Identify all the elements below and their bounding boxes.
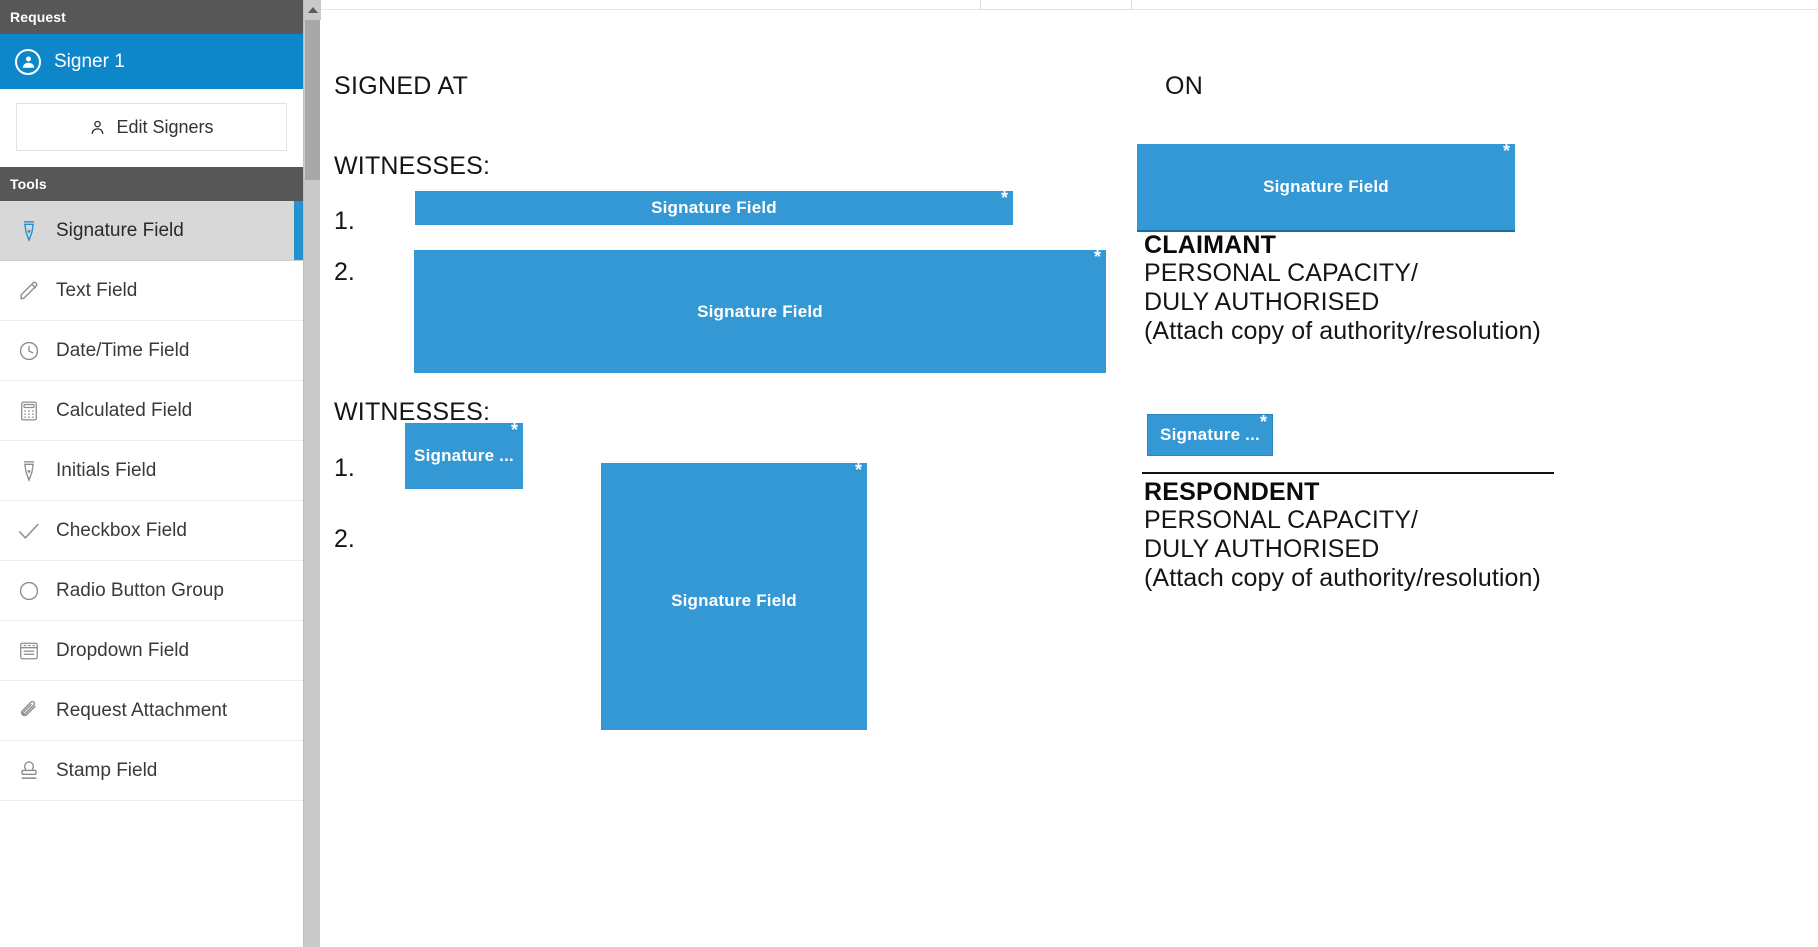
signature-field-witness-2-bottom[interactable]: * Signature Field — [601, 463, 867, 730]
tool-item-radio-button-group[interactable]: Radio Button Group — [0, 561, 303, 621]
signed-at-label: SIGNED AT — [334, 72, 469, 100]
pen-nib-icon — [14, 219, 44, 243]
tool-label: Checkbox Field — [56, 519, 187, 541]
user-icon — [89, 118, 106, 137]
signer-name: Signer 1 — [54, 50, 125, 72]
tool-label: Initials Field — [56, 459, 157, 481]
edit-signers-container: Edit Signers — [0, 89, 303, 167]
request-panel-header: Request — [0, 0, 303, 34]
tool-item-datetime-field[interactable]: Date/Time Field — [0, 321, 303, 381]
field-label: Signature Field — [1263, 177, 1389, 196]
claimant-title: CLAIMANT — [1144, 231, 1277, 259]
tool-label: Calculated Field — [56, 399, 193, 421]
tool-label: Signature Field — [56, 219, 184, 241]
tool-item-signature-field[interactable]: Signature Field — [0, 201, 303, 261]
required-marker: * — [854, 463, 862, 480]
paperclip-icon — [14, 700, 44, 722]
respondent-signature-line — [1142, 472, 1554, 474]
request-panel-title: Request — [10, 9, 66, 25]
claimant-line-3: (Attach copy of authority/resolution) — [1144, 317, 1541, 345]
tool-item-checkbox-field[interactable]: Checkbox Field — [0, 501, 303, 561]
document-topbar — [320, 0, 1818, 10]
required-marker: * — [1502, 144, 1510, 161]
tool-item-text-field[interactable]: Text Field — [0, 261, 303, 321]
tools-panel-header: Tools — [0, 167, 303, 201]
signature-field-respondent[interactable]: * Signature ... — [1147, 414, 1273, 456]
pencil-icon — [14, 280, 44, 302]
witnesses-heading-2: WITNESSES: — [334, 398, 491, 426]
field-label: Signature Field — [651, 198, 777, 217]
witness-number-1b: 1. — [334, 454, 355, 482]
signature-field-claimant[interactable]: * Signature Field — [1137, 144, 1515, 232]
edit-signers-label: Edit Signers — [116, 116, 214, 137]
document-tab-stub[interactable] — [980, 0, 1132, 10]
claimant-line-2: DULY AUTHORISED — [1144, 288, 1380, 316]
claimant-line-1: PERSONAL CAPACITY/ — [1144, 259, 1419, 287]
witness-number-2b: 2. — [334, 525, 355, 553]
field-label: Signature ... — [1160, 425, 1260, 444]
respondent-line-1: PERSONAL CAPACITY/ — [1144, 506, 1419, 534]
tool-item-request-attachment[interactable]: Request Attachment — [0, 681, 303, 741]
document-viewport[interactable]: SIGNED AT ON WITNESSES: 1. * Signature F… — [320, 0, 1818, 947]
calculator-icon — [14, 400, 44, 422]
tool-item-calculated-field[interactable]: Calculated Field — [0, 381, 303, 441]
witnesses-heading-1: WITNESSES: — [334, 152, 491, 180]
required-marker: * — [1259, 415, 1267, 432]
tool-item-dropdown-field[interactable]: Dropdown Field — [0, 621, 303, 681]
signature-field-witness-2-top[interactable]: * Signature Field — [414, 250, 1106, 373]
field-label: Signature ... — [414, 446, 514, 465]
tool-item-stamp-field[interactable]: Stamp Field — [0, 741, 303, 801]
respondent-line-2: DULY AUTHORISED — [1144, 535, 1380, 563]
scrollbar-track[interactable] — [304, 0, 320, 947]
tool-label: Date/Time Field — [56, 339, 190, 361]
scrollbar-up-button[interactable] — [304, 0, 321, 20]
field-label: Signature Field — [697, 301, 823, 321]
edit-signers-button[interactable]: Edit Signers — [16, 103, 287, 151]
on-leader — [1212, 94, 1802, 95]
clock-icon — [14, 340, 44, 362]
tool-label: Text Field — [56, 279, 138, 301]
signed-at-leader — [470, 94, 1155, 95]
respondent-line-3: (Attach copy of authority/resolution) — [1144, 564, 1541, 592]
signature-field-witness-1-bottom[interactable]: * Signature ... — [405, 423, 523, 489]
required-marker: * — [1093, 250, 1101, 267]
sidebar-scrollbar[interactable] — [303, 0, 321, 947]
signature-field-witness-1-top[interactable]: * Signature Field — [415, 191, 1013, 225]
field-label: Signature Field — [671, 591, 797, 610]
respondent-title: RESPONDENT — [1144, 478, 1320, 506]
tools-list: Signature Field Text Field — [0, 201, 303, 801]
tool-label: Request Attachment — [56, 699, 228, 721]
required-marker: * — [1000, 191, 1008, 208]
tool-label: Radio Button Group — [56, 579, 224, 601]
witness-number-1a: 1. — [334, 207, 355, 235]
tools-panel-title: Tools — [10, 176, 47, 192]
scrollbar-thumb[interactable] — [305, 20, 320, 180]
check-icon — [14, 520, 44, 542]
on-label: ON — [1165, 72, 1204, 100]
signer-list-item[interactable]: Signer 1 — [0, 34, 303, 89]
list-box-icon — [14, 640, 44, 662]
tool-item-initials-field[interactable]: Initials Field — [0, 441, 303, 501]
left-sidebar: Request Signer 1 Edit Signers — [0, 0, 303, 947]
circle-icon — [14, 580, 44, 602]
tool-label: Stamp Field — [56, 759, 158, 781]
user-circle-icon — [15, 48, 41, 75]
tool-label: Dropdown Field — [56, 639, 190, 661]
witness-number-2a: 2. — [334, 258, 355, 286]
document-page[interactable]: SIGNED AT ON WITNESSES: 1. * Signature F… — [320, 10, 1818, 947]
stamp-icon — [14, 760, 44, 782]
required-marker: * — [510, 423, 518, 440]
chevron-up-icon — [307, 7, 318, 13]
pen-nib-icon — [14, 459, 44, 483]
